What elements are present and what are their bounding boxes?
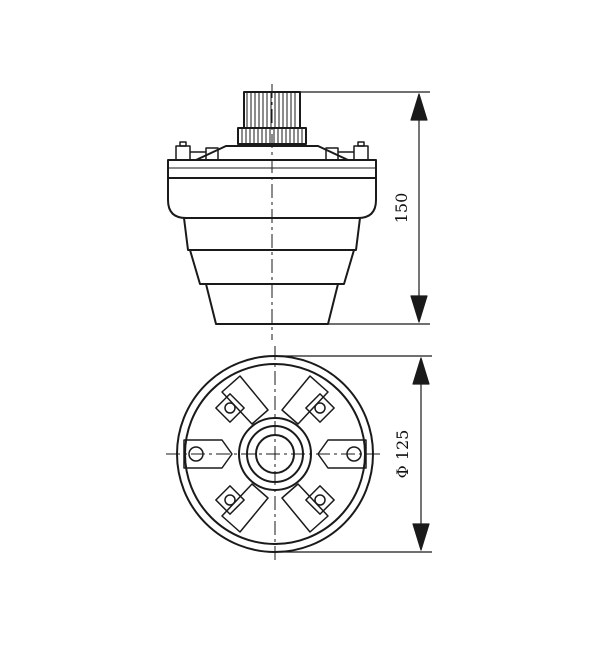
bottom-view (166, 346, 384, 562)
knurl-lines (241, 128, 303, 144)
diameter-dimension (275, 355, 432, 553)
arrow-down (410, 295, 428, 323)
height-dimension (300, 91, 430, 325)
connector-ribs (246, 92, 296, 128)
bolt-pockets (215, 393, 335, 515)
height-label: 150 (392, 193, 411, 224)
spokes (221, 375, 329, 533)
middle-body (183, 217, 361, 251)
lower-body (189, 249, 355, 285)
diameter-label: Φ 125 (393, 430, 412, 479)
arrow-down-2 (412, 523, 430, 551)
side-view (167, 84, 377, 340)
arrow-up-2 (412, 357, 430, 385)
arrow-up (410, 93, 428, 121)
